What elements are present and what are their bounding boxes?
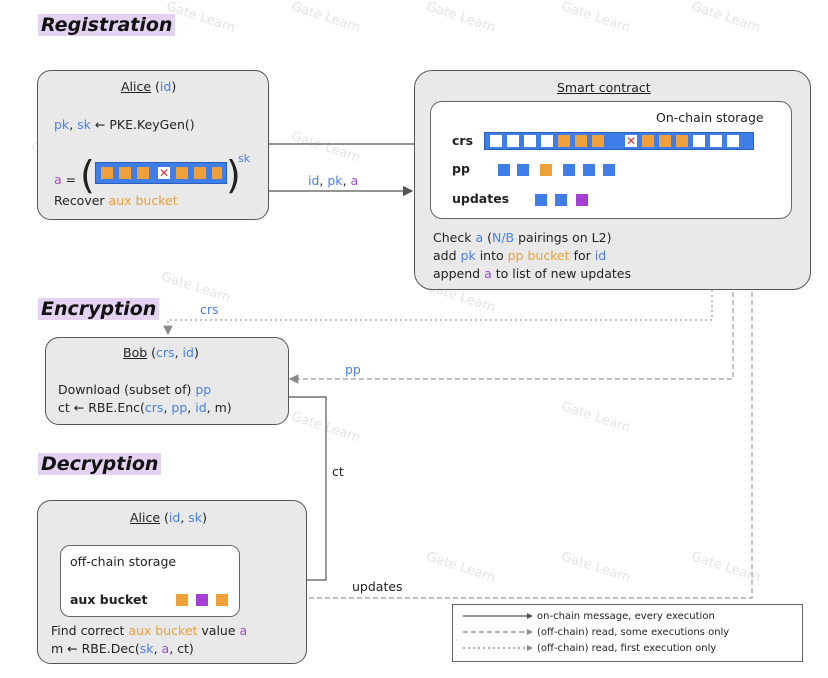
pp-cell-blue (583, 164, 595, 176)
recover-line: Recover aux bucket (54, 193, 178, 208)
onchain-storage-box (430, 101, 792, 219)
download-line: Download (subset of) pp (58, 382, 212, 397)
aux-cell-orange (101, 167, 113, 179)
crs-cross-icon: ✕ (625, 134, 637, 148)
updates-arrow-label: updates (352, 579, 403, 594)
pp-cell-blue (498, 164, 510, 176)
crs-cell-empty (524, 135, 536, 147)
aux-vector: ✕ (95, 162, 227, 184)
crs-cell-empty (507, 135, 519, 147)
crs-cell-orange (592, 135, 604, 147)
crs-cell-orange (659, 135, 671, 147)
aux-bucket-cell-purple (196, 594, 208, 606)
aux-cell-orange (194, 167, 206, 179)
dashed-line-icon (463, 629, 533, 635)
updates-cell-blue (555, 194, 567, 206)
bob-box (45, 337, 289, 425)
left-paren-icon: ( (80, 153, 95, 197)
cross-icon: ✕ (158, 166, 170, 180)
updates-cell-purple (576, 194, 588, 206)
pp-cell-orange (540, 164, 552, 176)
crs-cell-empty (490, 135, 502, 147)
smart-contract-title: Smart contract (557, 80, 651, 95)
pp-cell-blue (603, 164, 615, 176)
registration-title: Registration (34, 14, 179, 36)
alice-registration-box (37, 70, 269, 220)
check-line-1: Check a (N/B pairings on L2) (433, 230, 612, 245)
find-line: Find correct aux bucket value a (51, 623, 248, 638)
right-paren-icon: ) (226, 153, 241, 197)
crs-cell-orange (676, 135, 688, 147)
check-line-3: append a to list of new updates (433, 266, 631, 281)
crs-arrow-label: crs (200, 302, 219, 317)
crs-cell-empty (727, 135, 739, 147)
reg-arrow-label: id, pk, a (308, 173, 359, 188)
aux-cell-orange (212, 167, 222, 179)
aux-cell-orange (137, 167, 149, 179)
sk-exponent: sk (238, 152, 251, 165)
offchain-storage-title: off-chain storage (70, 554, 177, 569)
updates-read-arrow (238, 220, 753, 603)
crs-cell-empty (693, 135, 705, 147)
a-equation-label: a = (54, 172, 77, 187)
alice-reg-title: Alice (id) (121, 79, 177, 94)
legend-solid: on-chain message, every execution (463, 611, 715, 622)
aux-cell-orange (176, 167, 188, 179)
solid-line-icon (463, 613, 533, 619)
onchain-storage-title: On-chain storage (656, 110, 764, 125)
crs-cell-orange (575, 135, 587, 147)
legend-dashed: (off-chain) read, some executions only (463, 627, 729, 638)
aux-cell-orange (119, 167, 131, 179)
bob-title: Bob (crs, id) (123, 345, 199, 360)
crs-cell-orange (558, 135, 570, 147)
pp-cell-blue (563, 164, 575, 176)
encryption-title: Encryption (34, 298, 163, 320)
crs-label: crs (452, 133, 474, 148)
aux-bucket-label: aux bucket (70, 592, 148, 607)
crs-cell-empty (710, 135, 722, 147)
crs-vector: ✕ (484, 132, 754, 150)
keygen-line: pk, sk ← PKE.KeyGen() (54, 117, 195, 132)
crs-cell-orange (642, 135, 654, 147)
pp-label: pp (452, 161, 470, 176)
dotted-line-icon (463, 645, 533, 651)
pp-arrow-label: pp (345, 362, 361, 377)
check-line-2: add pk into pp bucket for id (433, 248, 607, 263)
decryption-title: Decryption (34, 453, 165, 475)
encrypt-line: ct ← RBE.Enc(crs, pp, id, m) (58, 400, 232, 415)
offchain-storage-box (60, 545, 240, 617)
updates-cell-blue (535, 194, 547, 206)
updates-label: updates (452, 191, 510, 206)
aux-bucket-cell-orange (216, 594, 228, 606)
legend-dotted: (off-chain) read, first execution only (463, 643, 716, 654)
pp-cell-blue (517, 164, 529, 176)
alice-dec-title: Alice (id, sk) (130, 510, 207, 525)
decrypt-line: m ← RBE.Dec(sk, a, ct) (51, 641, 194, 656)
aux-bucket-cell-orange (176, 594, 188, 606)
ct-arrow-label: ct (332, 464, 344, 479)
crs-cell-empty (541, 135, 553, 147)
legend: on-chain message, every execution (off-c… (452, 604, 803, 662)
